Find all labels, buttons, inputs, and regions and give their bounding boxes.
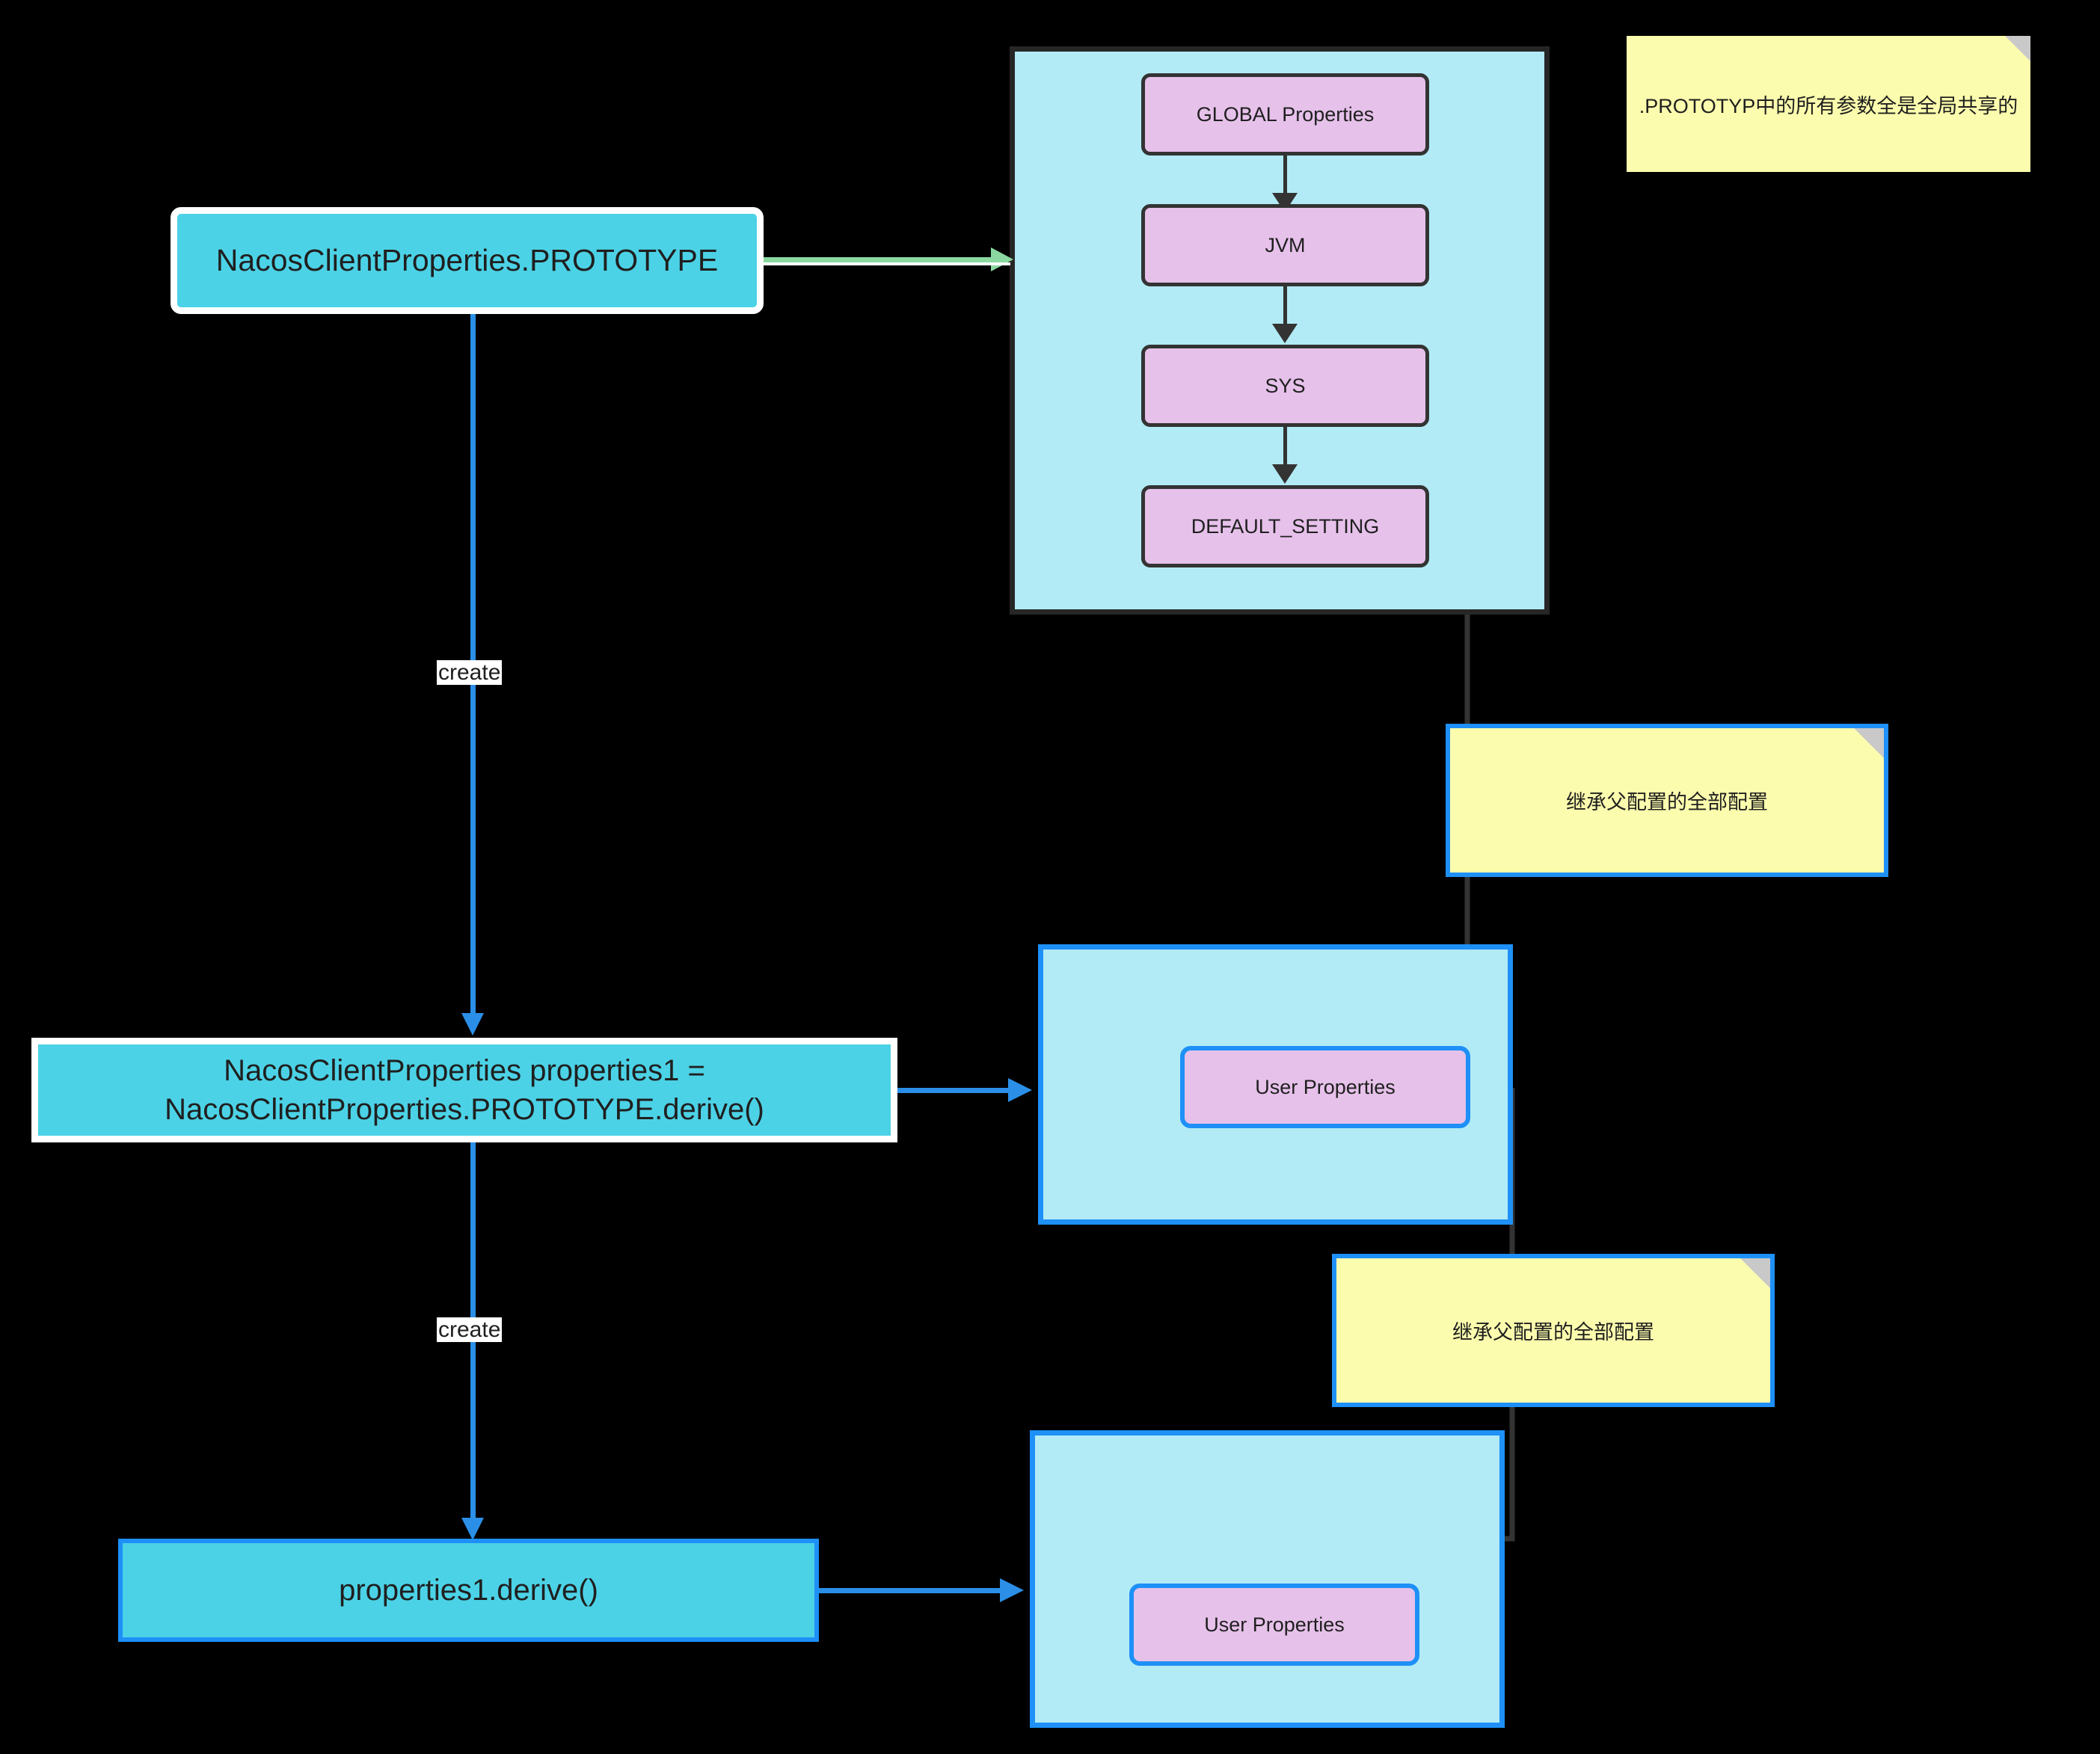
edge-label-create-2: create xyxy=(437,1317,503,1342)
actor-derive[interactable]: properties1.derive() xyxy=(118,1539,819,1642)
arrow-sys-to-default-line xyxy=(1283,427,1287,470)
node-user-properties-2-label: User Properties xyxy=(1204,1613,1345,1636)
actor-prototype-label: NacosClientProperties.PROTOTYPE xyxy=(215,242,719,277)
note-inherit-2[interactable]: 继承父配置的全部配置 xyxy=(1332,1254,1775,1407)
arrow-jvm-to-sys-head xyxy=(1272,324,1298,343)
note-global-shared-text: .PROTOTYP中的所有参数全是全局共享的 xyxy=(1639,94,2018,117)
arrow-jvm-to-sys-line xyxy=(1283,286,1287,330)
derive-group-container xyxy=(1030,1430,1505,1728)
node-global-properties[interactable]: GLOBAL Properties xyxy=(1141,73,1429,156)
node-global-properties-label: GLOBAL Properties xyxy=(1196,102,1375,126)
actor-properties1[interactable]: NacosClientProperties properties1 = Naco… xyxy=(31,1038,897,1142)
note-fold-corner-icon xyxy=(1854,728,1884,758)
edge-label-create-1: create xyxy=(437,660,503,685)
actor-properties1-label: NacosClientProperties properties1 = Naco… xyxy=(165,1054,764,1126)
arrow-properties1-to-group-head xyxy=(1008,1078,1032,1102)
arrow-derive-to-group-head xyxy=(1000,1578,1024,1602)
arrow-prototype-to-group-head xyxy=(991,247,1013,271)
arrow-prototype-highlight xyxy=(764,262,1010,265)
note-inherit-1-text: 继承父配置的全部配置 xyxy=(1566,791,1768,813)
note-inherit-1[interactable]: 继承父配置的全部配置 xyxy=(1446,724,1888,877)
node-user-properties-1[interactable]: User Properties xyxy=(1180,1046,1470,1128)
note-fold-corner-icon xyxy=(1740,1258,1770,1288)
node-default-setting[interactable]: DEFAULT_SETTING xyxy=(1141,485,1429,567)
node-user-properties-2[interactable]: User Properties xyxy=(1129,1584,1419,1666)
arrow-create-2-head xyxy=(461,1518,484,1540)
arrow-derive-to-group-line xyxy=(819,1588,1002,1593)
node-default-setting-label: DEFAULT_SETTING xyxy=(1191,514,1380,538)
node-sys-label: SYS xyxy=(1265,374,1306,397)
node-sys[interactable]: SYS xyxy=(1141,345,1429,427)
note-global-shared[interactable]: .PROTOTYP中的所有参数全是全局共享的 xyxy=(1627,36,2030,172)
actor-prototype[interactable]: NacosClientProperties.PROTOTYPE xyxy=(171,207,764,314)
arrow-properties1-to-group-line xyxy=(897,1088,1011,1093)
arrow-global-to-jvm-line xyxy=(1283,156,1287,199)
note-fold-corner-icon xyxy=(2005,36,2030,61)
node-jvm-label: JVM xyxy=(1265,233,1306,256)
node-jvm[interactable]: JVM xyxy=(1141,204,1429,286)
arrow-create-1-head xyxy=(461,1013,484,1036)
node-user-properties-1-label: User Properties xyxy=(1255,1075,1396,1098)
arrow-prototype-to-group-line xyxy=(764,257,995,262)
arrow-sys-to-default-head xyxy=(1272,464,1298,484)
actor-derive-label: properties1.derive() xyxy=(339,1574,598,1607)
note-inherit-2-text: 继承父配置的全部配置 xyxy=(1452,1321,1654,1344)
